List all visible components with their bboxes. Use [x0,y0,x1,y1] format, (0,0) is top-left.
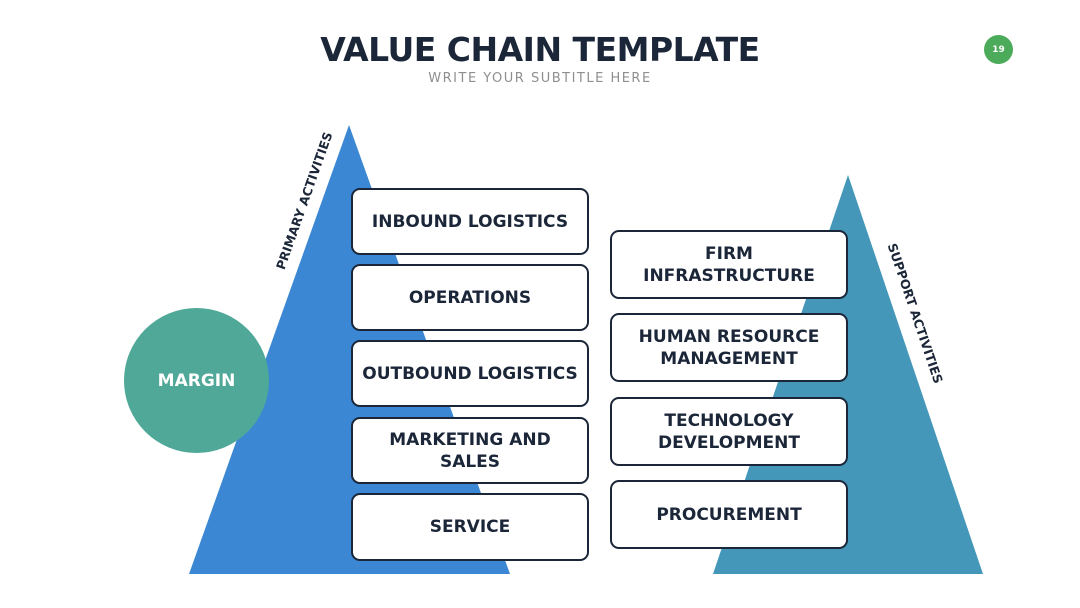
page-number-badge: 19 [984,35,1013,64]
page-title: VALUE CHAIN TEMPLATE [320,30,760,69]
support-activity-technology-development: TECHNOLOGY DEVELOPMENT [610,397,848,466]
support-activity-firm-infrastructure: FIRM INFRASTRUCTURE [610,230,848,299]
primary-activity-inbound-logistics: INBOUND LOGISTICS [351,188,589,255]
primary-activity-marketing-and-sales: MARKETING AND SALES [351,417,589,484]
page-subtitle: WRITE YOUR SUBTITLE HERE [428,71,652,86]
support-activity-procurement: PROCUREMENT [610,480,848,549]
primary-activity-operations: OPERATIONS [351,264,589,331]
support-activities-triangle [713,175,983,574]
primary-activity-service: SERVICE [351,493,589,561]
margin-circle: MARGIN [124,308,269,453]
support-activity-human-resource-management: HUMAN RESOURCE MANAGEMENT [610,313,848,382]
primary-activity-outbound-logistics: OUTBOUND LOGISTICS [351,340,589,407]
